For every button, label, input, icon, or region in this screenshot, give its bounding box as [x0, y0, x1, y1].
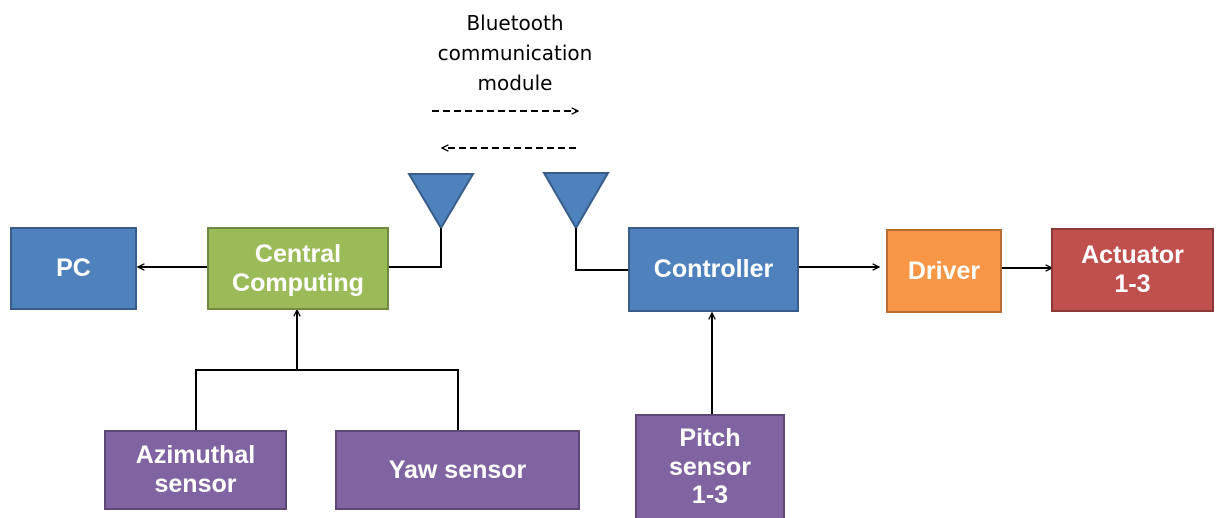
actuator-block: Actuator 1-3 — [1051, 228, 1214, 312]
antenna-right-icon — [542, 172, 610, 230]
controller-block: Controller — [628, 227, 799, 312]
link-azimuthal-bus — [195, 369, 459, 430]
azimuthal-sensor-block: Azimuthal sensor — [104, 430, 287, 510]
antenna-left-icon — [407, 173, 475, 230]
bluetooth-label: Bluetooth communication module — [437, 11, 593, 95]
link-central-antenna — [389, 228, 442, 268]
pitch-sensor-block: Pitch sensor 1-3 — [635, 414, 785, 518]
link-antenna-controller — [575, 228, 628, 271]
yaw-sensor-block: Yaw sensor — [335, 430, 580, 510]
central-computing-block: Central Computing — [207, 227, 389, 310]
driver-block: Driver — [886, 229, 1002, 313]
pc-block: PC — [10, 227, 137, 310]
